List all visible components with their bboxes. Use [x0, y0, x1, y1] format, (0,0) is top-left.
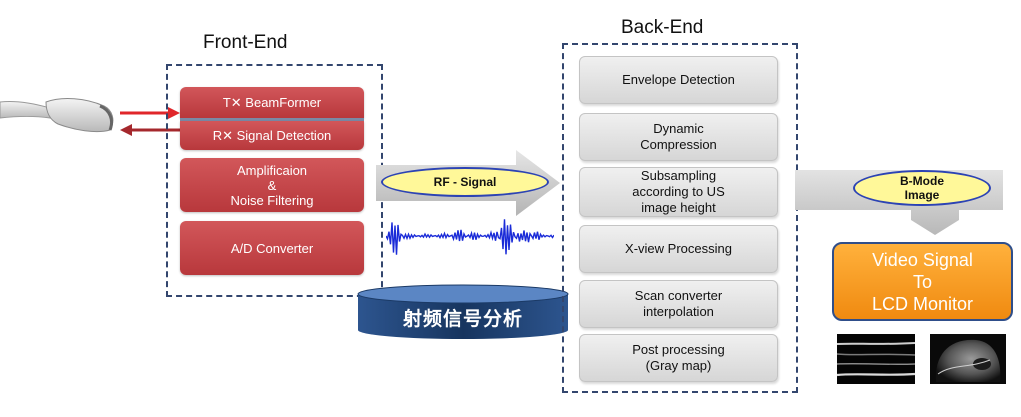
subsampling-block: Subsampling according to US image height [579, 167, 778, 217]
m-mode-thumbnail [837, 334, 915, 384]
tx-beamformer-block: T✕ BeamFormer [180, 87, 364, 118]
bmode-image-oval: B-Mode Image [853, 170, 991, 206]
back-end-title: Back-End [621, 17, 704, 38]
post-processing-block: Post processing (Gray map) [579, 334, 778, 382]
video-signal-box: Video Signal To LCD Monitor [832, 242, 1013, 321]
front-end-title: Front-End [203, 32, 288, 53]
ad-converter-block: A/D Converter [180, 221, 364, 275]
scan-converter-block: Scan converter interpolation [579, 280, 778, 328]
rx-signal-detection-block: R✕ Signal Detection [180, 121, 364, 150]
amplification-noise-filtering-block: Amplificaion & Noise Filtering [180, 158, 364, 212]
rf-signal-oval: RF - Signal [381, 167, 549, 197]
rf-waveform [386, 219, 554, 255]
dynamic-compression-block: Dynamic Compression [579, 113, 778, 161]
ultrasound-probe-icon [0, 84, 125, 154]
analysis-cylinder [357, 284, 569, 339]
x-view-processing-block: X-view Processing [579, 225, 778, 273]
block-divider [180, 118, 364, 121]
back-end-panel [562, 43, 798, 393]
bmode-thumbnail [930, 334, 1006, 384]
tx-rx-arrows [120, 107, 180, 136]
rf-analysis-label: 射频信号分析 [402, 307, 523, 330]
envelope-detection-block: Envelope Detection [579, 56, 778, 104]
tx-arrow-icon [120, 107, 180, 119]
rx-arrow-icon [120, 124, 180, 136]
